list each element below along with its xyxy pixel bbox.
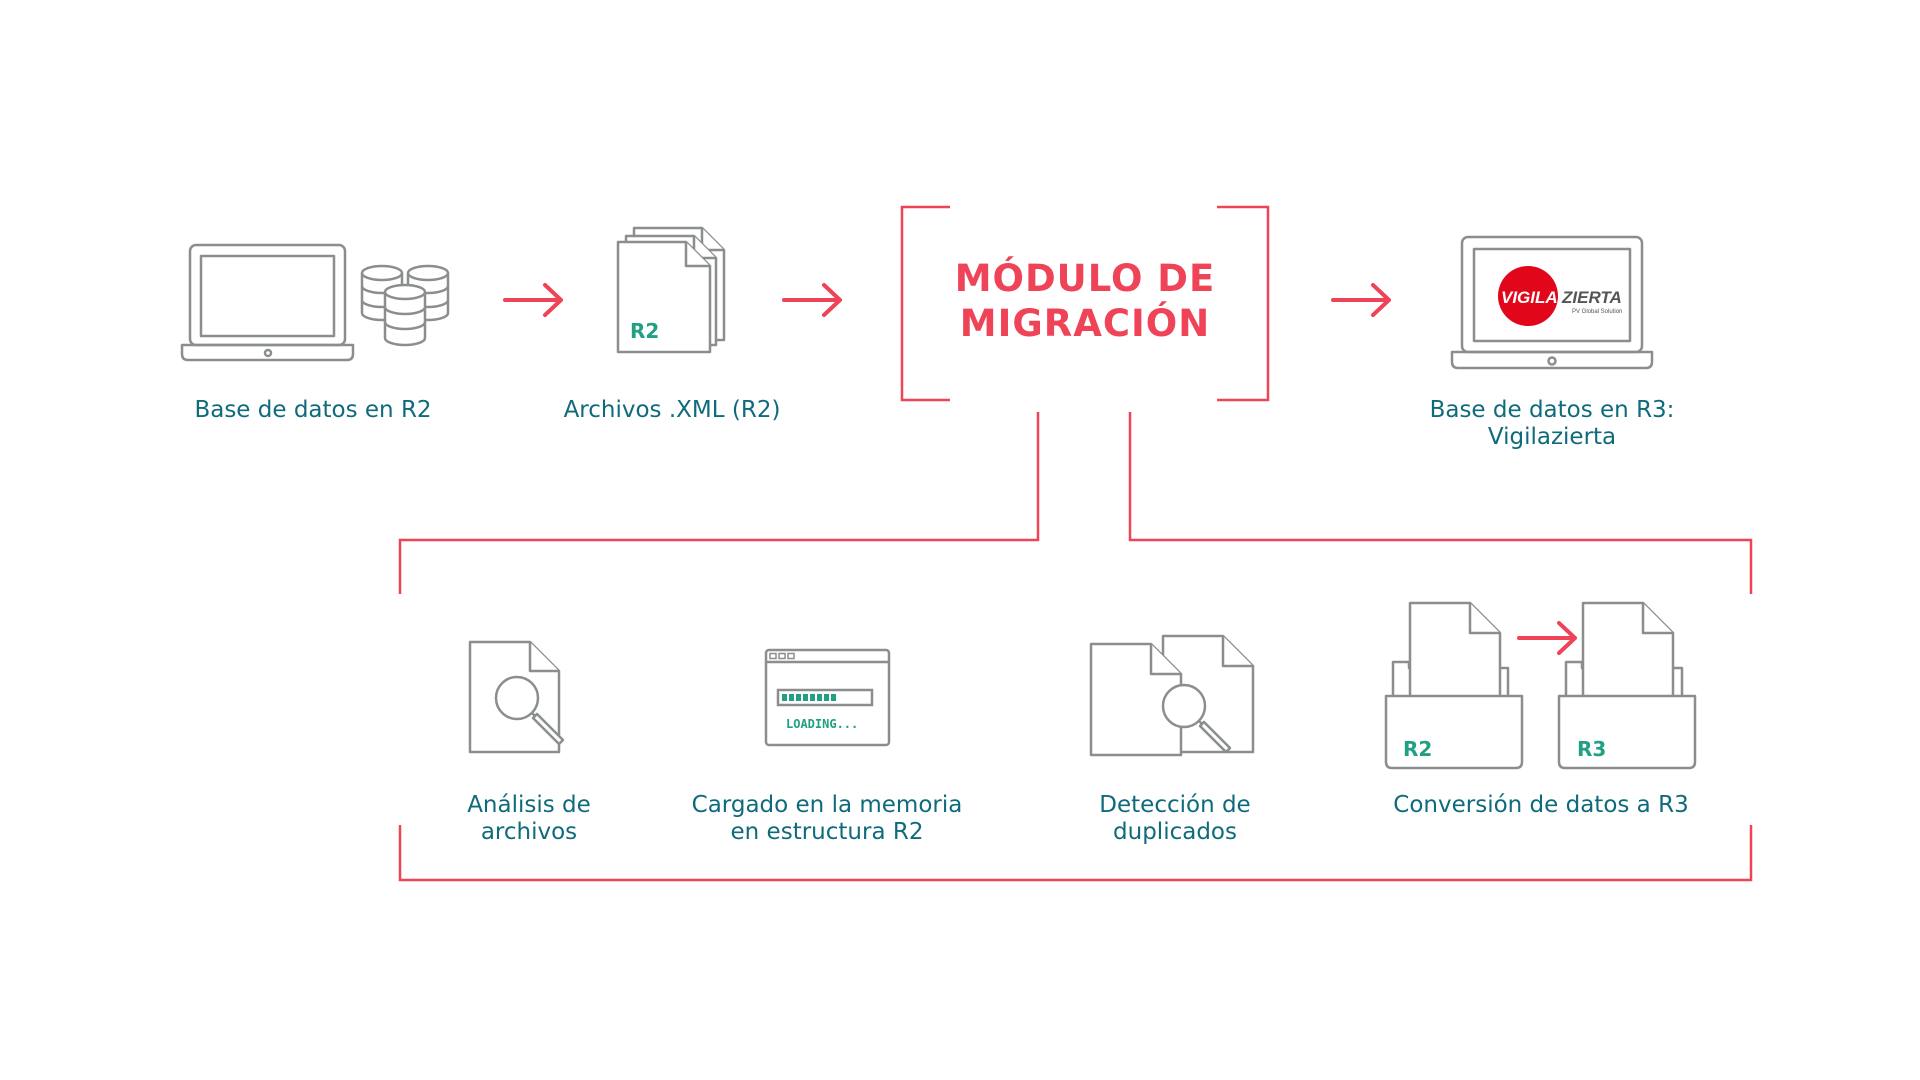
loading-label-line2: en estructura R2	[730, 819, 924, 845]
conversion-label: Conversión de datos a R3	[1393, 792, 1689, 818]
arrow-right-icon	[1331, 283, 1391, 317]
duplicate-detection-icon	[1089, 634, 1255, 757]
loading-window-icon	[764, 648, 891, 747]
duplicates-label-line1: Detección de	[1099, 792, 1251, 818]
laptop-database-icon	[180, 243, 450, 362]
db-r3-label-line2: Vigilazierta	[1487, 424, 1617, 450]
db-r3-label-line1: Base de datos en R3:	[1429, 397, 1675, 423]
folder-r2-tag: R2	[1403, 737, 1432, 761]
analysis-label-line2: archivos	[480, 819, 578, 845]
xml-files-label: Archivos .XML (R2)	[563, 397, 781, 423]
duplicates-label-line2: duplicados	[1113, 819, 1237, 845]
arrow-right-icon	[1517, 621, 1577, 655]
svg-text:PV Global Solution: PV Global Solution	[1572, 309, 1622, 315]
arrow-right-icon	[782, 283, 842, 317]
xml-tag: R2	[630, 319, 659, 343]
loading-text: LOADING...	[786, 717, 858, 731]
vigilazierta-logo: VIGILA ZIERTA PV Global Solution	[1498, 266, 1622, 326]
module-bracket	[900, 205, 1270, 402]
folder-r3-tag: R3	[1577, 737, 1606, 761]
module-title-line1: MÓDULO DE	[954, 257, 1216, 300]
analysis-label-line1: Análisis de	[467, 792, 591, 818]
laptop-vigilazierta-icon	[1450, 235, 1654, 370]
folder-r3-icon	[1557, 601, 1697, 770]
arrow-right-icon	[503, 283, 563, 317]
connector-lines	[398, 412, 1753, 882]
xml-files-icon	[616, 226, 726, 354]
progress-bar	[782, 694, 836, 701]
svg-text:VIGILA: VIGILA	[1501, 288, 1558, 307]
svg-text:ZIERTA: ZIERTA	[1561, 288, 1622, 307]
module-title-line2: MIGRACIÓN	[959, 302, 1211, 345]
loading-label-line1: Cargado en la memoria	[691, 792, 963, 818]
db-r2-label: Base de datos en R2	[194, 397, 432, 423]
folder-r2-icon	[1384, 601, 1524, 770]
